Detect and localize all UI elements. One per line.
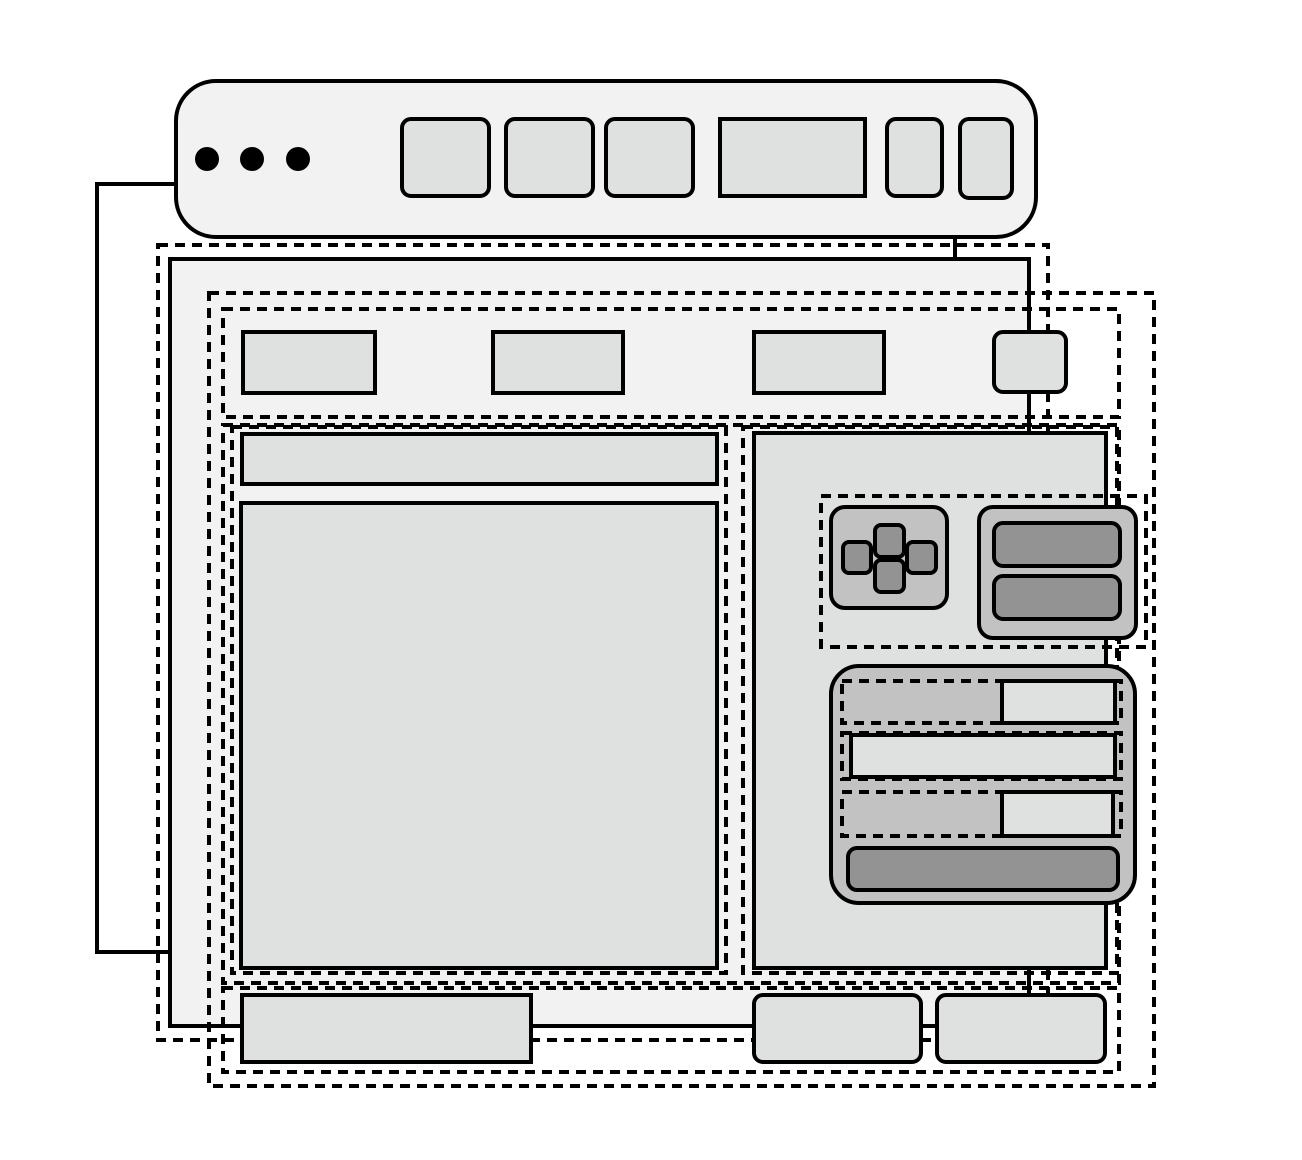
toolbar-button-3[interactable] <box>604 117 695 198</box>
header-icon-button[interactable] <box>992 330 1068 394</box>
group-left-column-outline <box>230 425 728 975</box>
footer-button-right[interactable] <box>935 993 1107 1064</box>
toolbar-button-2[interactable] <box>504 117 595 198</box>
toolbar-button-4[interactable] <box>718 117 867 198</box>
group-header-outline <box>221 307 1121 419</box>
dpad-icon <box>841 523 938 594</box>
form-field-3-input[interactable] <box>1000 790 1115 838</box>
form-row-3-outline <box>840 790 1123 838</box>
toolbar-button-5[interactable] <box>885 117 944 198</box>
toolbar-button-6[interactable] <box>958 117 1014 200</box>
form-panel <box>829 664 1137 905</box>
window-dot-icon[interactable] <box>240 147 264 171</box>
header-tab-2[interactable] <box>491 330 625 395</box>
header-tab-3[interactable] <box>752 330 886 395</box>
left-title-bar <box>240 432 719 486</box>
stack-button-1[interactable] <box>992 521 1122 568</box>
form-field-1-input[interactable] <box>1000 679 1117 725</box>
group-content-outline <box>207 291 1156 1088</box>
left-content-area <box>239 501 719 970</box>
group-main-window-outline <box>156 243 1050 1042</box>
form-field-2-input[interactable] <box>849 733 1117 779</box>
toolbar-button-1[interactable] <box>400 117 491 198</box>
footer-button-left[interactable] <box>240 993 533 1064</box>
group-controls-outline <box>819 494 1148 649</box>
window-dot-icon[interactable] <box>286 147 310 171</box>
form-row-1-outline <box>840 679 1123 725</box>
stack-button-2[interactable] <box>992 574 1122 621</box>
connector-left-bracket <box>95 182 176 954</box>
window-controls <box>195 147 310 171</box>
window-dot-icon[interactable] <box>195 147 219 171</box>
group-footer-outline <box>221 986 1121 1074</box>
header-tab-1[interactable] <box>241 330 377 395</box>
footer-button-middle[interactable] <box>752 993 923 1064</box>
form-submit-button[interactable] <box>846 846 1120 892</box>
